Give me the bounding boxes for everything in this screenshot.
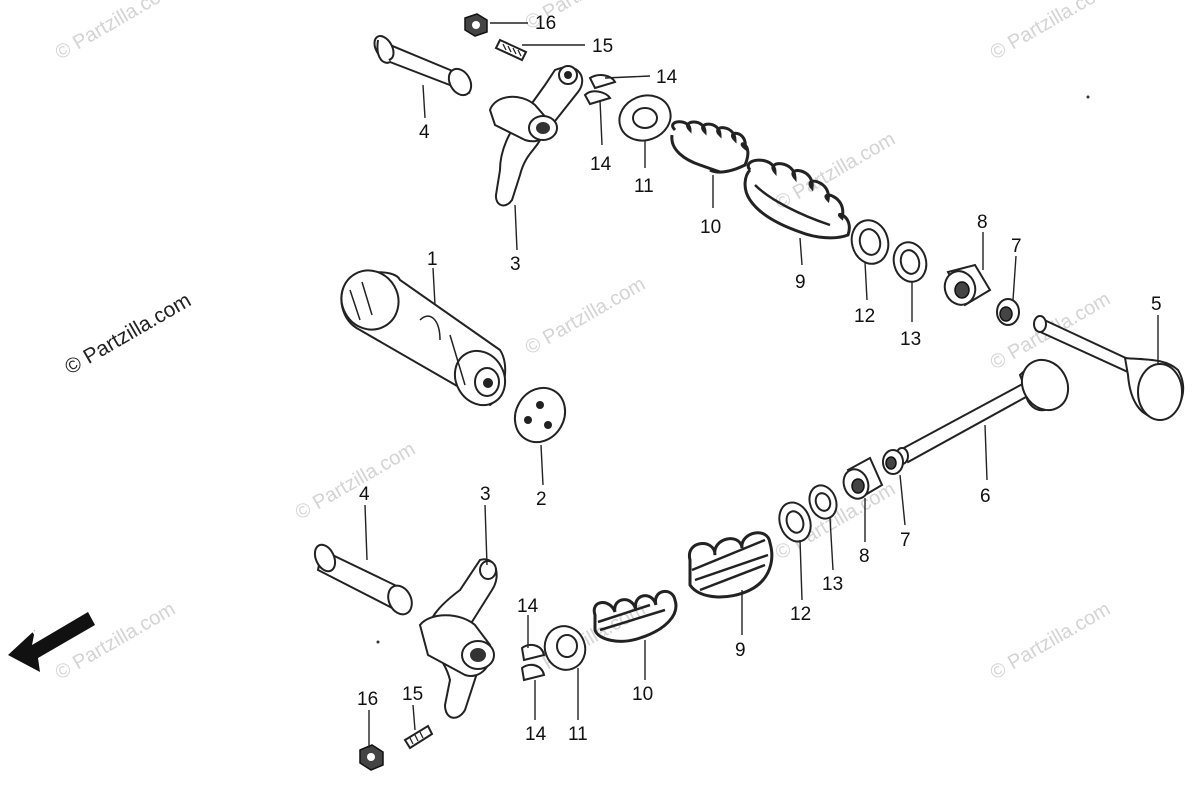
callout-14: 14 xyxy=(525,724,547,745)
outer-spring-top xyxy=(743,158,851,240)
adjuster-screw-top xyxy=(494,38,528,62)
cam-plate xyxy=(513,386,567,444)
callout-9: 9 xyxy=(735,640,746,661)
callout-8: 8 xyxy=(859,546,870,567)
callout-6: 6 xyxy=(980,486,991,507)
rocker-arm-top xyxy=(488,65,584,207)
callout-3: 3 xyxy=(510,254,521,275)
callout-7: 7 xyxy=(900,530,911,551)
watermark: © Partzilla.com xyxy=(52,0,180,64)
callout-10: 10 xyxy=(700,217,721,238)
callouts: 16 15 14 4 14 11 10 3 9 8 7 12 13 1 5 2 … xyxy=(357,13,1162,745)
spring-retainer-bottom xyxy=(543,625,587,671)
watermark: © Partzilla.com xyxy=(987,0,1115,64)
watermarks: © Partzilla.com © Partzilla.com © Partzi… xyxy=(52,0,1115,684)
washer-top xyxy=(892,241,928,283)
valve-cotters-bottom xyxy=(520,643,546,682)
callout-4: 4 xyxy=(419,122,430,143)
washer-bottom xyxy=(808,484,838,520)
callout-11: 11 xyxy=(634,176,654,197)
callout-13: 13 xyxy=(900,329,921,350)
callout-16: 16 xyxy=(357,689,378,710)
leader-lines xyxy=(364,22,1159,748)
valve-exhaust xyxy=(895,358,1070,465)
callout-3: 3 xyxy=(480,484,491,505)
callout-15: 15 xyxy=(592,36,613,57)
callout-15: 15 xyxy=(402,684,423,705)
rocker-shaft-top xyxy=(373,35,473,97)
callout-14: 14 xyxy=(590,154,612,175)
callout-2: 2 xyxy=(536,489,547,510)
callout-16: 16 xyxy=(535,13,556,34)
valve-cotters-top xyxy=(583,74,617,106)
stem-seal-bottom xyxy=(882,449,904,475)
callout-9: 9 xyxy=(795,272,806,293)
camshaft xyxy=(340,269,507,407)
spring-seat-top xyxy=(850,219,890,265)
inner-spring-top xyxy=(670,120,750,174)
stem-seal-top xyxy=(996,298,1020,326)
callout-7: 7 xyxy=(1011,236,1022,257)
copyright-text: © Partzilla.com xyxy=(61,289,195,380)
callout-4: 4 xyxy=(359,484,370,505)
watermark: © Partzilla.com xyxy=(52,598,180,684)
callout-1: 1 xyxy=(427,249,438,270)
inner-spring-bottom xyxy=(592,589,678,643)
spring-seat-bottom xyxy=(778,501,812,543)
adjuster-screw-bottom xyxy=(403,724,434,750)
watermark: © Partzilla.com xyxy=(772,128,900,214)
valve-guide-top xyxy=(943,263,992,307)
callout-8: 8 xyxy=(977,212,988,233)
valve-guide-bottom xyxy=(842,456,884,500)
outer-spring-bottom xyxy=(688,531,774,599)
callout-14: 14 xyxy=(656,67,678,88)
rocker-arm-bottom xyxy=(418,558,498,719)
watermark: © Partzilla.com xyxy=(987,598,1115,684)
callout-14: 14 xyxy=(517,596,539,617)
valve-intake xyxy=(1033,315,1185,421)
watermark: © Partzilla.com xyxy=(292,438,420,524)
callout-12: 12 xyxy=(854,306,875,327)
callout-12: 12 xyxy=(790,604,811,625)
rocker-shaft-bottom xyxy=(313,543,413,616)
nut-top xyxy=(464,13,488,37)
watermark: © Partzilla.com xyxy=(522,273,650,359)
spring-retainer-top xyxy=(618,94,672,142)
callout-5: 5 xyxy=(1151,294,1162,315)
nut-bottom xyxy=(359,744,384,771)
callout-13: 13 xyxy=(822,574,843,595)
callout-10: 10 xyxy=(632,684,653,705)
callout-11: 11 xyxy=(568,724,588,745)
